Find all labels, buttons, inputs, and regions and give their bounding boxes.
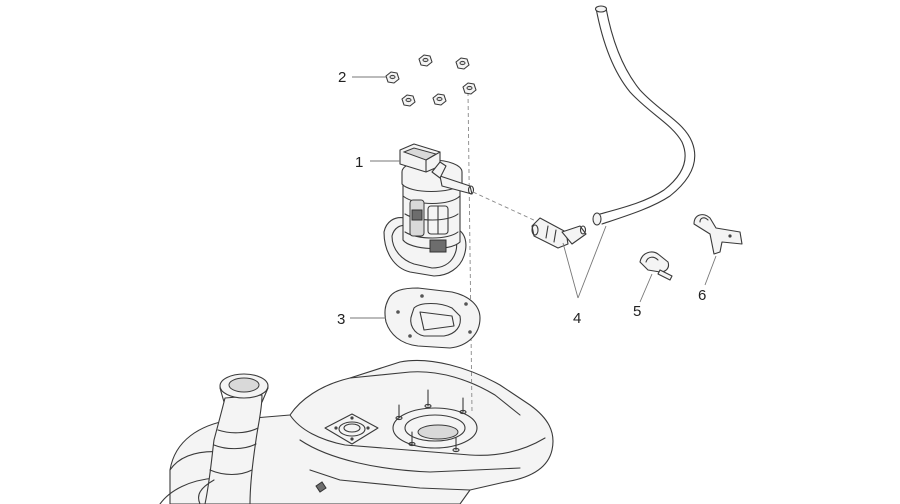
nut bbox=[385, 71, 400, 84]
callout-5: 5 bbox=[633, 303, 641, 320]
gasket bbox=[384, 287, 481, 349]
tank-studs bbox=[395, 389, 467, 453]
fuel-hose bbox=[592, 5, 696, 226]
nut bbox=[432, 93, 447, 106]
nuts bbox=[385, 54, 477, 107]
callout-labels: 2 1 3 4 5 6 bbox=[337, 69, 706, 328]
fuel-pump bbox=[383, 143, 475, 277]
nut bbox=[401, 94, 416, 107]
callout-4: 4 bbox=[573, 310, 581, 327]
nut bbox=[462, 82, 477, 95]
fuel-tank bbox=[159, 359, 554, 504]
filler-neck bbox=[197, 373, 269, 504]
leader-lines bbox=[350, 76, 717, 319]
callout-3: 3 bbox=[337, 311, 345, 328]
hose-clamp bbox=[639, 251, 673, 281]
nut bbox=[418, 54, 433, 67]
nut bbox=[455, 57, 470, 70]
hose-elbow bbox=[531, 217, 587, 249]
callout-1: 1 bbox=[355, 154, 363, 171]
hose-routing-line bbox=[472, 191, 539, 223]
assembly-axis bbox=[467, 91, 473, 413]
callout-2: 2 bbox=[338, 69, 346, 86]
bracket bbox=[693, 214, 743, 255]
callout-6: 6 bbox=[698, 287, 706, 304]
